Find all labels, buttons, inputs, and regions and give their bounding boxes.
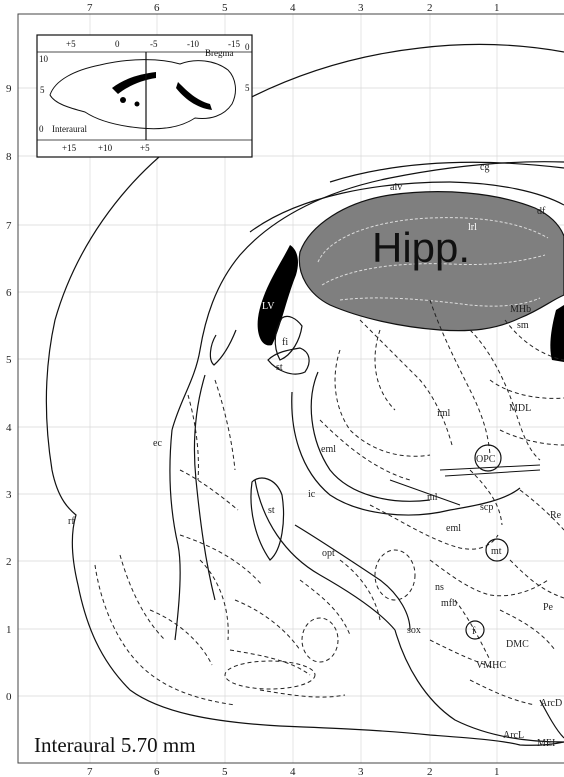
x-tick-label: 1 [494,766,500,777]
external-capsule [194,375,215,600]
x-tick-label: 1 [494,2,500,14]
y-tick-label: 1 [6,624,12,636]
x-tick-label: 5 [222,766,228,777]
thalamus-inner [311,372,430,501]
label-ec: ec [153,438,162,449]
inset-bottom-tick: +10 [98,143,113,153]
inset-top-tick: +5 [66,39,76,49]
label-mfb: mfb [441,598,457,609]
x-tick-label: 7 [87,766,93,777]
y-tick-label: 4 [6,422,12,434]
x-tick-label: 4 [290,2,296,14]
x-axis-bottom: 7 6 5 4 3 2 1 [87,766,500,777]
x-tick-label: 4 [290,766,296,777]
lateral-ventricle [258,245,298,345]
label-MHb: MHb [510,304,531,315]
label-OPC: OPC [476,454,496,465]
label-Re: Re [550,510,562,521]
label-alv: alv [390,182,402,193]
x-tick-label: 7 [87,2,93,14]
hypothalamus-outline [395,630,564,742]
label-fi: fi [282,337,288,348]
x-tick-label: 5 [222,2,228,14]
stria-terminalis-outline [268,348,309,374]
inset-right-tick: 5 [245,83,250,93]
label-VMHC: VMHC [476,660,506,671]
label-st-upper: st [276,362,283,373]
label-df: df [537,206,546,217]
x-axis-top: 7 6 5 4 3 2 1 [87,2,500,14]
third-ventricle [550,305,564,362]
y-tick-label: 3 [6,489,12,501]
inset-left-tick: 5 [40,85,45,95]
label-ArcD: ArcD [540,698,562,709]
inset-interaural-label: Interaural [52,124,87,134]
label-ns: ns [435,582,444,593]
y-tick-label: 5 [6,354,12,366]
label-eml-upper: eml [321,444,336,455]
inset-brain-shape [135,102,140,107]
plate-title: Interaural 5.70 mm [34,733,196,757]
ml-line [440,465,540,470]
label-rf: rf [68,516,75,527]
inset-left-tick: 10 [39,54,49,64]
label-sm: sm [517,320,529,331]
y-tick-label: 6 [6,287,12,299]
internal-capsule-outer [170,430,180,640]
label-ic: ic [308,489,316,500]
label-DMC: DMC [506,639,529,650]
label-lrl: lrl [468,222,477,233]
inset-top-tick: -5 [150,39,158,49]
label-MDL: MDL [509,403,531,414]
x-tick-label: 6 [154,766,160,777]
ml-line [445,470,540,476]
y-axis-left: 9 8 7 6 5 4 3 2 1 0 [6,83,12,703]
label-ArcL: ArcL [503,730,524,741]
inset-left-tick: 0 [39,124,44,134]
label-ml: ml [427,492,438,503]
inset-bregma-label: Bregma [205,48,234,58]
y-tick-label: 2 [6,556,12,568]
inset-bottom-tick: +5 [140,143,150,153]
label-Pe: Pe [543,602,554,613]
inset-brain-shape [120,97,126,103]
label-opt: opt [322,548,335,559]
inset-right-tick: 0 [245,42,250,52]
inset-bottom-tick: +15 [62,143,77,153]
label-iml: iml [437,408,451,419]
x-tick-label: 2 [427,2,433,14]
y-tick-label: 8 [6,151,12,163]
fiber-ribbon [210,330,236,365]
x-tick-label: 6 [154,2,160,14]
optic-tract [295,525,410,630]
label-sox: sox [407,625,421,636]
cingulum-boundary [330,162,564,182]
label-MEI: MEI [537,738,555,749]
y-tick-label: 7 [6,220,12,232]
label-scp: scp [480,502,493,513]
label-LV: LV [262,301,275,312]
position-inset: +5 0 -5 -10 -15 +15 +10 +5 10 5 0 0 5 Br… [37,35,252,157]
y-tick-label: 9 [6,83,12,95]
inset-top-tick: -10 [187,39,199,49]
hippocampus-label: Hipp. [372,224,470,271]
label-cg: cg [480,162,489,173]
inset-top-tick: 0 [115,39,120,49]
x-tick-label: 2 [427,766,433,777]
label-st-lower: st [268,505,275,516]
label-eml-lower: eml [446,523,461,534]
x-tick-label: 3 [358,2,364,14]
y-tick-label: 0 [6,691,12,703]
x-tick-label: 3 [358,766,364,777]
label-mt: mt [491,546,502,557]
ventral-boundaries [95,380,415,705]
